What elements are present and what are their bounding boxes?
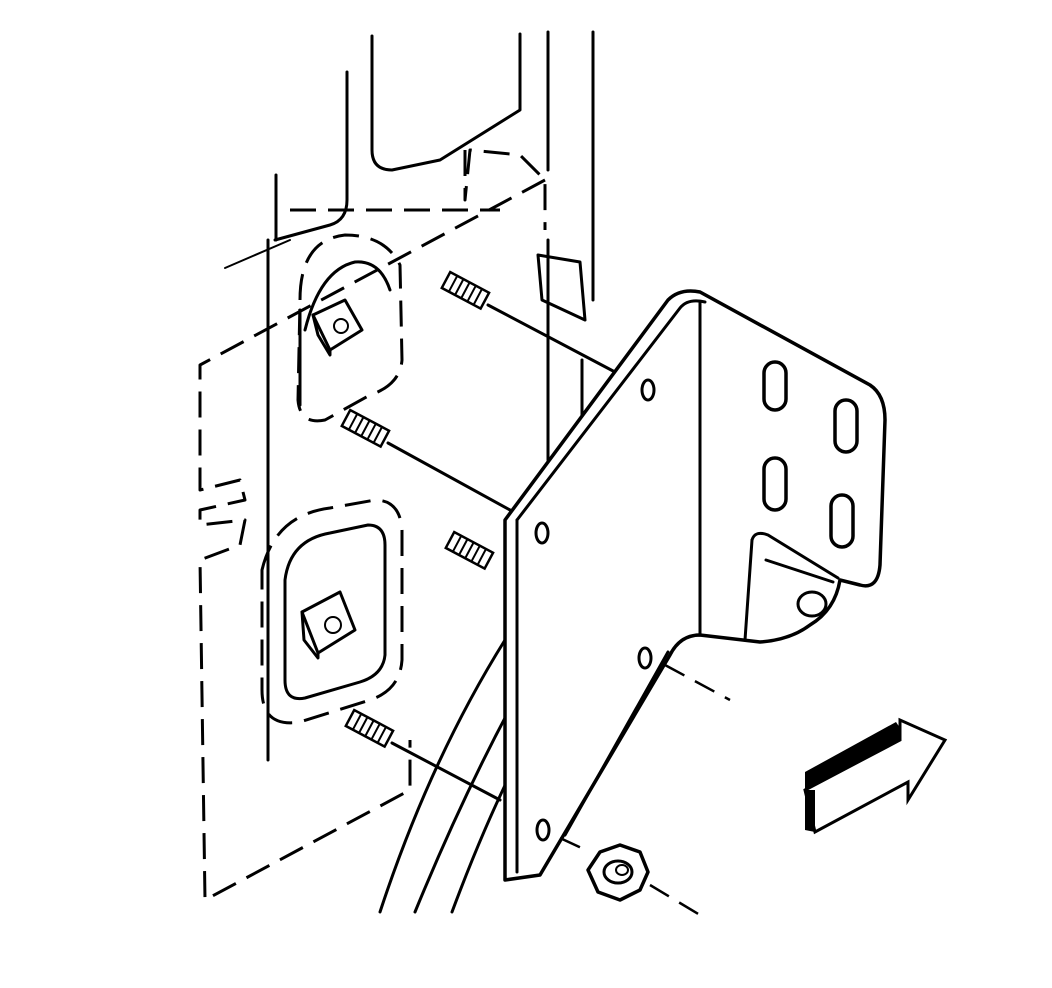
bracket-slot xyxy=(829,493,855,549)
bracket-slot xyxy=(762,360,788,412)
bracket-slot xyxy=(833,398,859,454)
lower-cage-nut xyxy=(300,590,357,660)
body-panel-phantom xyxy=(198,148,547,902)
stud-4 xyxy=(344,708,502,802)
mounting-bracket xyxy=(503,289,887,882)
upper-cage-nut xyxy=(311,298,364,357)
flange-nut xyxy=(559,836,701,917)
upper-cage-nut-recess xyxy=(296,233,404,423)
lower-cage-nut-recess xyxy=(260,498,404,725)
bracket-slot xyxy=(762,456,788,512)
view-direction-arrow-icon xyxy=(803,717,948,835)
